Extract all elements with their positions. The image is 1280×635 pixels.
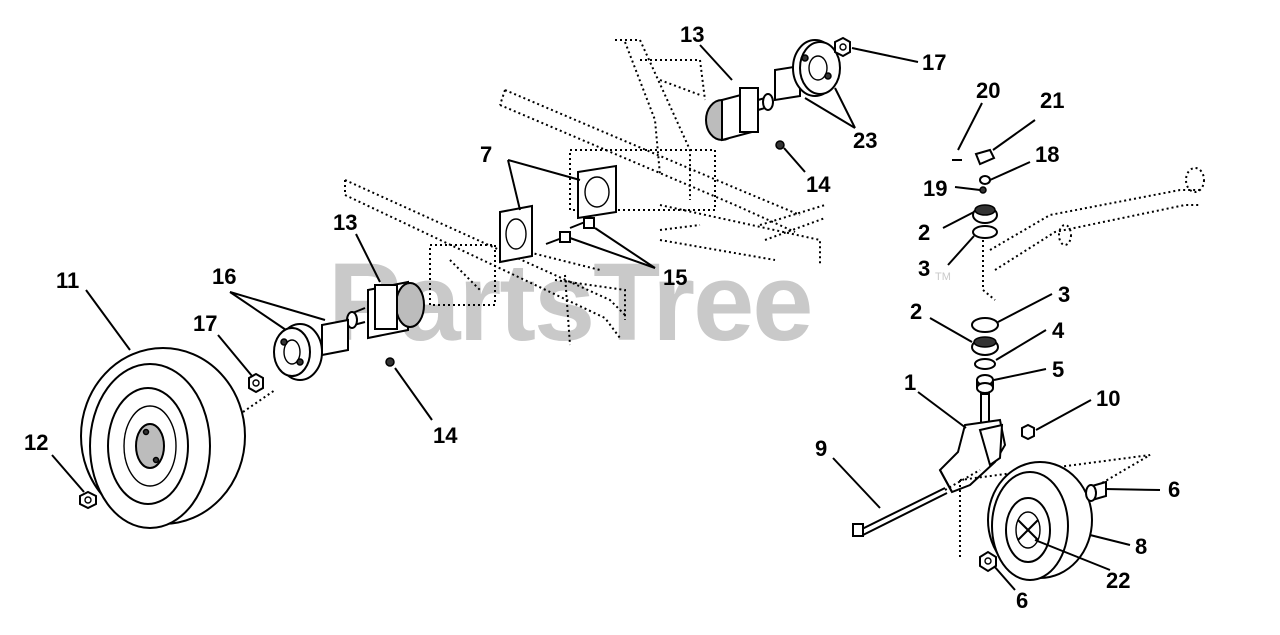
callout-7: 7	[480, 142, 492, 167]
callout-12: 12	[24, 430, 48, 455]
callout-1: 1	[904, 370, 916, 395]
fork-nut	[1021, 423, 1035, 441]
callout-3-top: 3	[918, 256, 930, 281]
callout-2-mid: 2	[910, 299, 922, 324]
callout-16: 16	[212, 264, 236, 289]
caster-wheel	[987, 461, 1093, 581]
bolt-middle	[385, 357, 395, 367]
grease-fitting	[979, 186, 987, 194]
callout-15: 15	[663, 265, 687, 290]
axle-bolt	[852, 469, 981, 537]
callout-17-top: 17	[922, 50, 946, 75]
cap	[974, 148, 996, 166]
guide-lines	[959, 454, 1151, 560]
bushing-bottom	[979, 550, 997, 573]
lug-bolt	[79, 490, 97, 510]
hub-middle	[273, 323, 323, 381]
callout-18: 18	[1035, 142, 1059, 167]
bearing-top	[972, 204, 998, 224]
caster-arm	[982, 167, 1205, 301]
callout-13-top: 13	[680, 22, 704, 47]
nut-upper	[834, 36, 851, 58]
callout-22: 22	[1106, 568, 1130, 593]
bushing-right	[1085, 480, 1107, 502]
plate-upper	[577, 164, 617, 220]
callout-5: 5	[1052, 357, 1064, 382]
plate-lower	[499, 204, 533, 264]
callout-17-left: 17	[193, 311, 217, 336]
bolt-pair	[545, 217, 595, 245]
motor-upper	[705, 87, 774, 142]
bolt-upper	[775, 140, 785, 150]
gasket-middle	[321, 318, 349, 357]
callout-6-bottom: 6	[1016, 588, 1028, 613]
drive-tire	[80, 347, 276, 529]
callout-2-top: 2	[918, 220, 930, 245]
callout-14-top: 14	[806, 172, 831, 197]
washer-top	[979, 175, 991, 185]
callout-3-mid: 3	[1058, 282, 1070, 307]
callout-20: 20	[976, 78, 1000, 103]
callout-8: 8	[1135, 534, 1147, 559]
caster-fork	[938, 393, 1007, 494]
frame-assembly	[344, 39, 826, 346]
callout-14-mid: 14	[433, 423, 458, 448]
watermark-trademark: TM	[935, 271, 951, 283]
callout-13-mid: 13	[333, 210, 357, 235]
callout-10: 10	[1096, 386, 1120, 411]
callout-9: 9	[815, 436, 827, 461]
nut-middle	[248, 372, 264, 394]
leader-lines	[51, 44, 1161, 591]
callout-6-right: 6	[1168, 477, 1180, 502]
callout-4: 4	[1052, 318, 1065, 343]
race-top	[972, 225, 998, 239]
motor-middle	[346, 280, 425, 340]
callout-23: 23	[853, 128, 877, 153]
callout-21: 21	[1040, 88, 1064, 113]
race-middle	[971, 317, 999, 333]
bearing-middle	[971, 336, 999, 356]
callout-11: 11	[56, 268, 79, 293]
seal	[974, 358, 996, 370]
hub-upper	[792, 39, 841, 97]
spacer	[976, 374, 994, 394]
callout-19: 19	[923, 176, 947, 201]
